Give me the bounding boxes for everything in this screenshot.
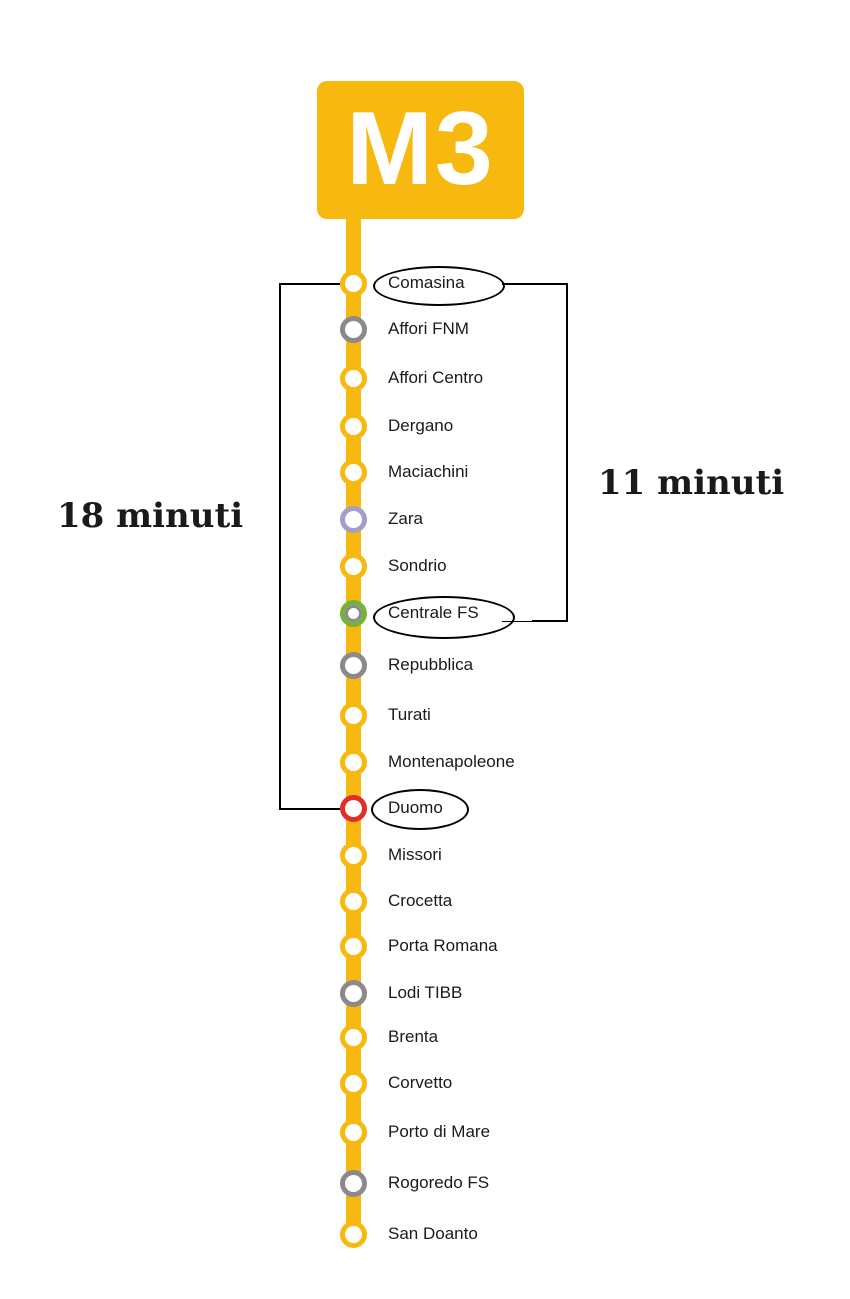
station-label-san-doanto: San Doanto xyxy=(388,1224,478,1243)
highlight-oval-duomo xyxy=(371,789,469,830)
station-label-porto-di-mare: Porto di Mare xyxy=(388,1122,491,1141)
station-label-zara: Zara xyxy=(388,509,423,528)
station-marker-repubblica xyxy=(340,652,367,679)
station-marker-affori-fnm xyxy=(340,316,367,343)
station-label-corvetto: Corvetto xyxy=(388,1073,453,1092)
station-marker-comasina xyxy=(340,270,367,297)
station-label-repubblica: Repubblica xyxy=(388,655,474,674)
station-marker-duomo xyxy=(340,795,367,822)
right-duration-label: 11 minuti xyxy=(598,463,785,503)
right-bracket xyxy=(502,283,568,622)
station-marker-sondrio xyxy=(340,553,367,580)
station-label-turati: Turati xyxy=(388,705,431,724)
station-marker-porto-di-mare xyxy=(340,1119,367,1146)
station-marker-crocetta xyxy=(340,888,367,915)
line-badge-label: M3 xyxy=(346,91,495,207)
highlight-oval-centrale-fs xyxy=(373,596,515,639)
station-marker-montenapoleone xyxy=(340,749,367,776)
station-label-lodi-tibb: Lodi TIBB xyxy=(388,983,463,1002)
station-label-crocetta: Crocetta xyxy=(388,891,453,910)
station-marker-san-doanto xyxy=(340,1221,367,1248)
line-badge: M3 xyxy=(317,81,524,219)
station-marker-turati xyxy=(340,702,367,729)
station-marker-brenta xyxy=(340,1024,367,1051)
station-marker-dergano xyxy=(340,413,367,440)
station-label-maciachini: Maciachini xyxy=(388,462,469,481)
station-marker-missori xyxy=(340,842,367,869)
station-marker-corvetto xyxy=(340,1070,367,1097)
station-label-affori-fnm: Affori FNM xyxy=(388,319,469,338)
station-marker-porta-romana xyxy=(340,933,367,960)
station-marker-lodi-tibb xyxy=(340,980,367,1007)
right-bracket-cap-mask xyxy=(502,615,532,621)
station-marker-rogoredo-fs xyxy=(340,1170,367,1197)
highlight-oval-comasina xyxy=(373,266,505,306)
station-marker-centrale-fs xyxy=(340,600,367,627)
station-label-dergano: Dergano xyxy=(388,416,454,435)
station-label-affori-centro: Affori Centro xyxy=(388,368,484,387)
station-label-missori: Missori xyxy=(388,845,442,864)
station-label-sondrio: Sondrio xyxy=(388,556,447,575)
station-label-rogoredo-fs: Rogoredo FS xyxy=(388,1173,490,1192)
station-label-montenapoleone: Montenapoleone xyxy=(388,752,515,771)
station-marker-maciachini xyxy=(340,459,367,486)
station-marker-zara xyxy=(340,506,367,533)
left-bracket xyxy=(279,283,340,810)
station-marker-affori-centro xyxy=(340,365,367,392)
station-label-brenta: Brenta xyxy=(388,1027,439,1046)
left-duration-label: 18 minuti xyxy=(57,496,244,536)
station-label-porta-romana: Porta Romana xyxy=(388,936,498,955)
